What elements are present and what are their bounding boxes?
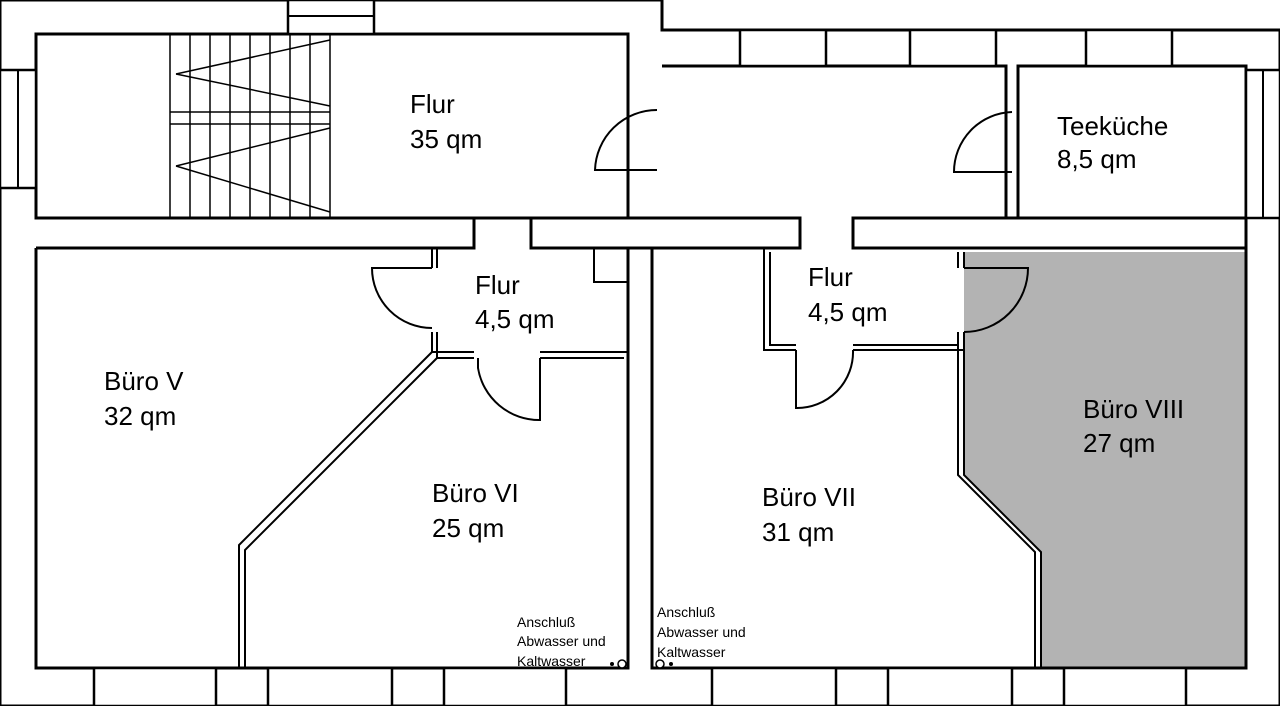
room-area-flur-right: 4,5 qm — [808, 297, 888, 327]
drain-symbol — [610, 662, 614, 666]
wall-mid-2 — [529, 216, 802, 250]
wall-flur-left — [431, 248, 474, 353]
room-name-flur-left: Flur — [475, 270, 520, 300]
door-flur-right — [795, 349, 855, 410]
room-name-teekueche: Teeküche — [1057, 111, 1168, 141]
door-teekueche — [952, 111, 1013, 173]
room-area-flur-main: 35 qm — [410, 124, 482, 154]
wall-flur-left-3 — [436, 248, 624, 359]
drain-symbol — [617, 659, 627, 669]
room-area-flur-left: 4,5 qm — [475, 304, 555, 334]
drain-symbol — [655, 659, 665, 669]
staircase — [169, 34, 331, 218]
note-right-line-2: Abwasser und — [657, 624, 746, 640]
room-name-buero-viii: Büro VIII — [1083, 394, 1184, 424]
wall-diagonal-vi — [238, 351, 438, 668]
room-name-flur-right: Flur — [808, 262, 853, 292]
room-area-buero-vi: 25 qm — [432, 513, 504, 543]
door-corridor — [593, 109, 658, 171]
note-left-line-1: Anschluß — [517, 614, 575, 630]
door-buero-viii — [963, 267, 1030, 333]
shaft — [593, 248, 628, 283]
room-area-buero-vii: 31 qm — [762, 517, 834, 547]
wall-left-corridor-side — [34, 246, 630, 670]
buero-viii-highlight — [964, 252, 1246, 668]
drain-symbol — [669, 662, 673, 666]
room-area-buero-viii: 27 qm — [1083, 428, 1155, 458]
room-name-buero-vii: Büro VII — [762, 482, 856, 512]
wall-corridor-right — [662, 64, 1008, 218]
wall-flur-right — [763, 248, 796, 351]
room-name-flur-main: Flur — [410, 89, 455, 119]
wall-teekueche — [1016, 64, 1248, 220]
room-area-teekueche: 8,5 qm — [1057, 144, 1137, 174]
room-area-buero-v: 32 qm — [104, 401, 176, 431]
wall-buero-viii — [957, 252, 1042, 668]
room-name-buero-v: Büro V — [104, 366, 184, 396]
door-flur-left — [370, 267, 433, 329]
door-buero-vi — [477, 358, 541, 422]
wall-mid-3 — [851, 216, 1248, 250]
note-left-line-2: Abwasser und — [517, 633, 606, 649]
note-right-line-3: Kaltwasser — [657, 644, 726, 660]
wall-flur-right-2 — [853, 344, 964, 351]
note-left-line-3: Kaltwasser — [517, 653, 586, 669]
wall-mid-1 — [36, 216, 476, 250]
room-name-buero-vi: Büro VI — [432, 478, 519, 508]
wall-corridor-left — [34, 32, 630, 220]
note-right-line-1: Anschluß — [657, 604, 715, 620]
